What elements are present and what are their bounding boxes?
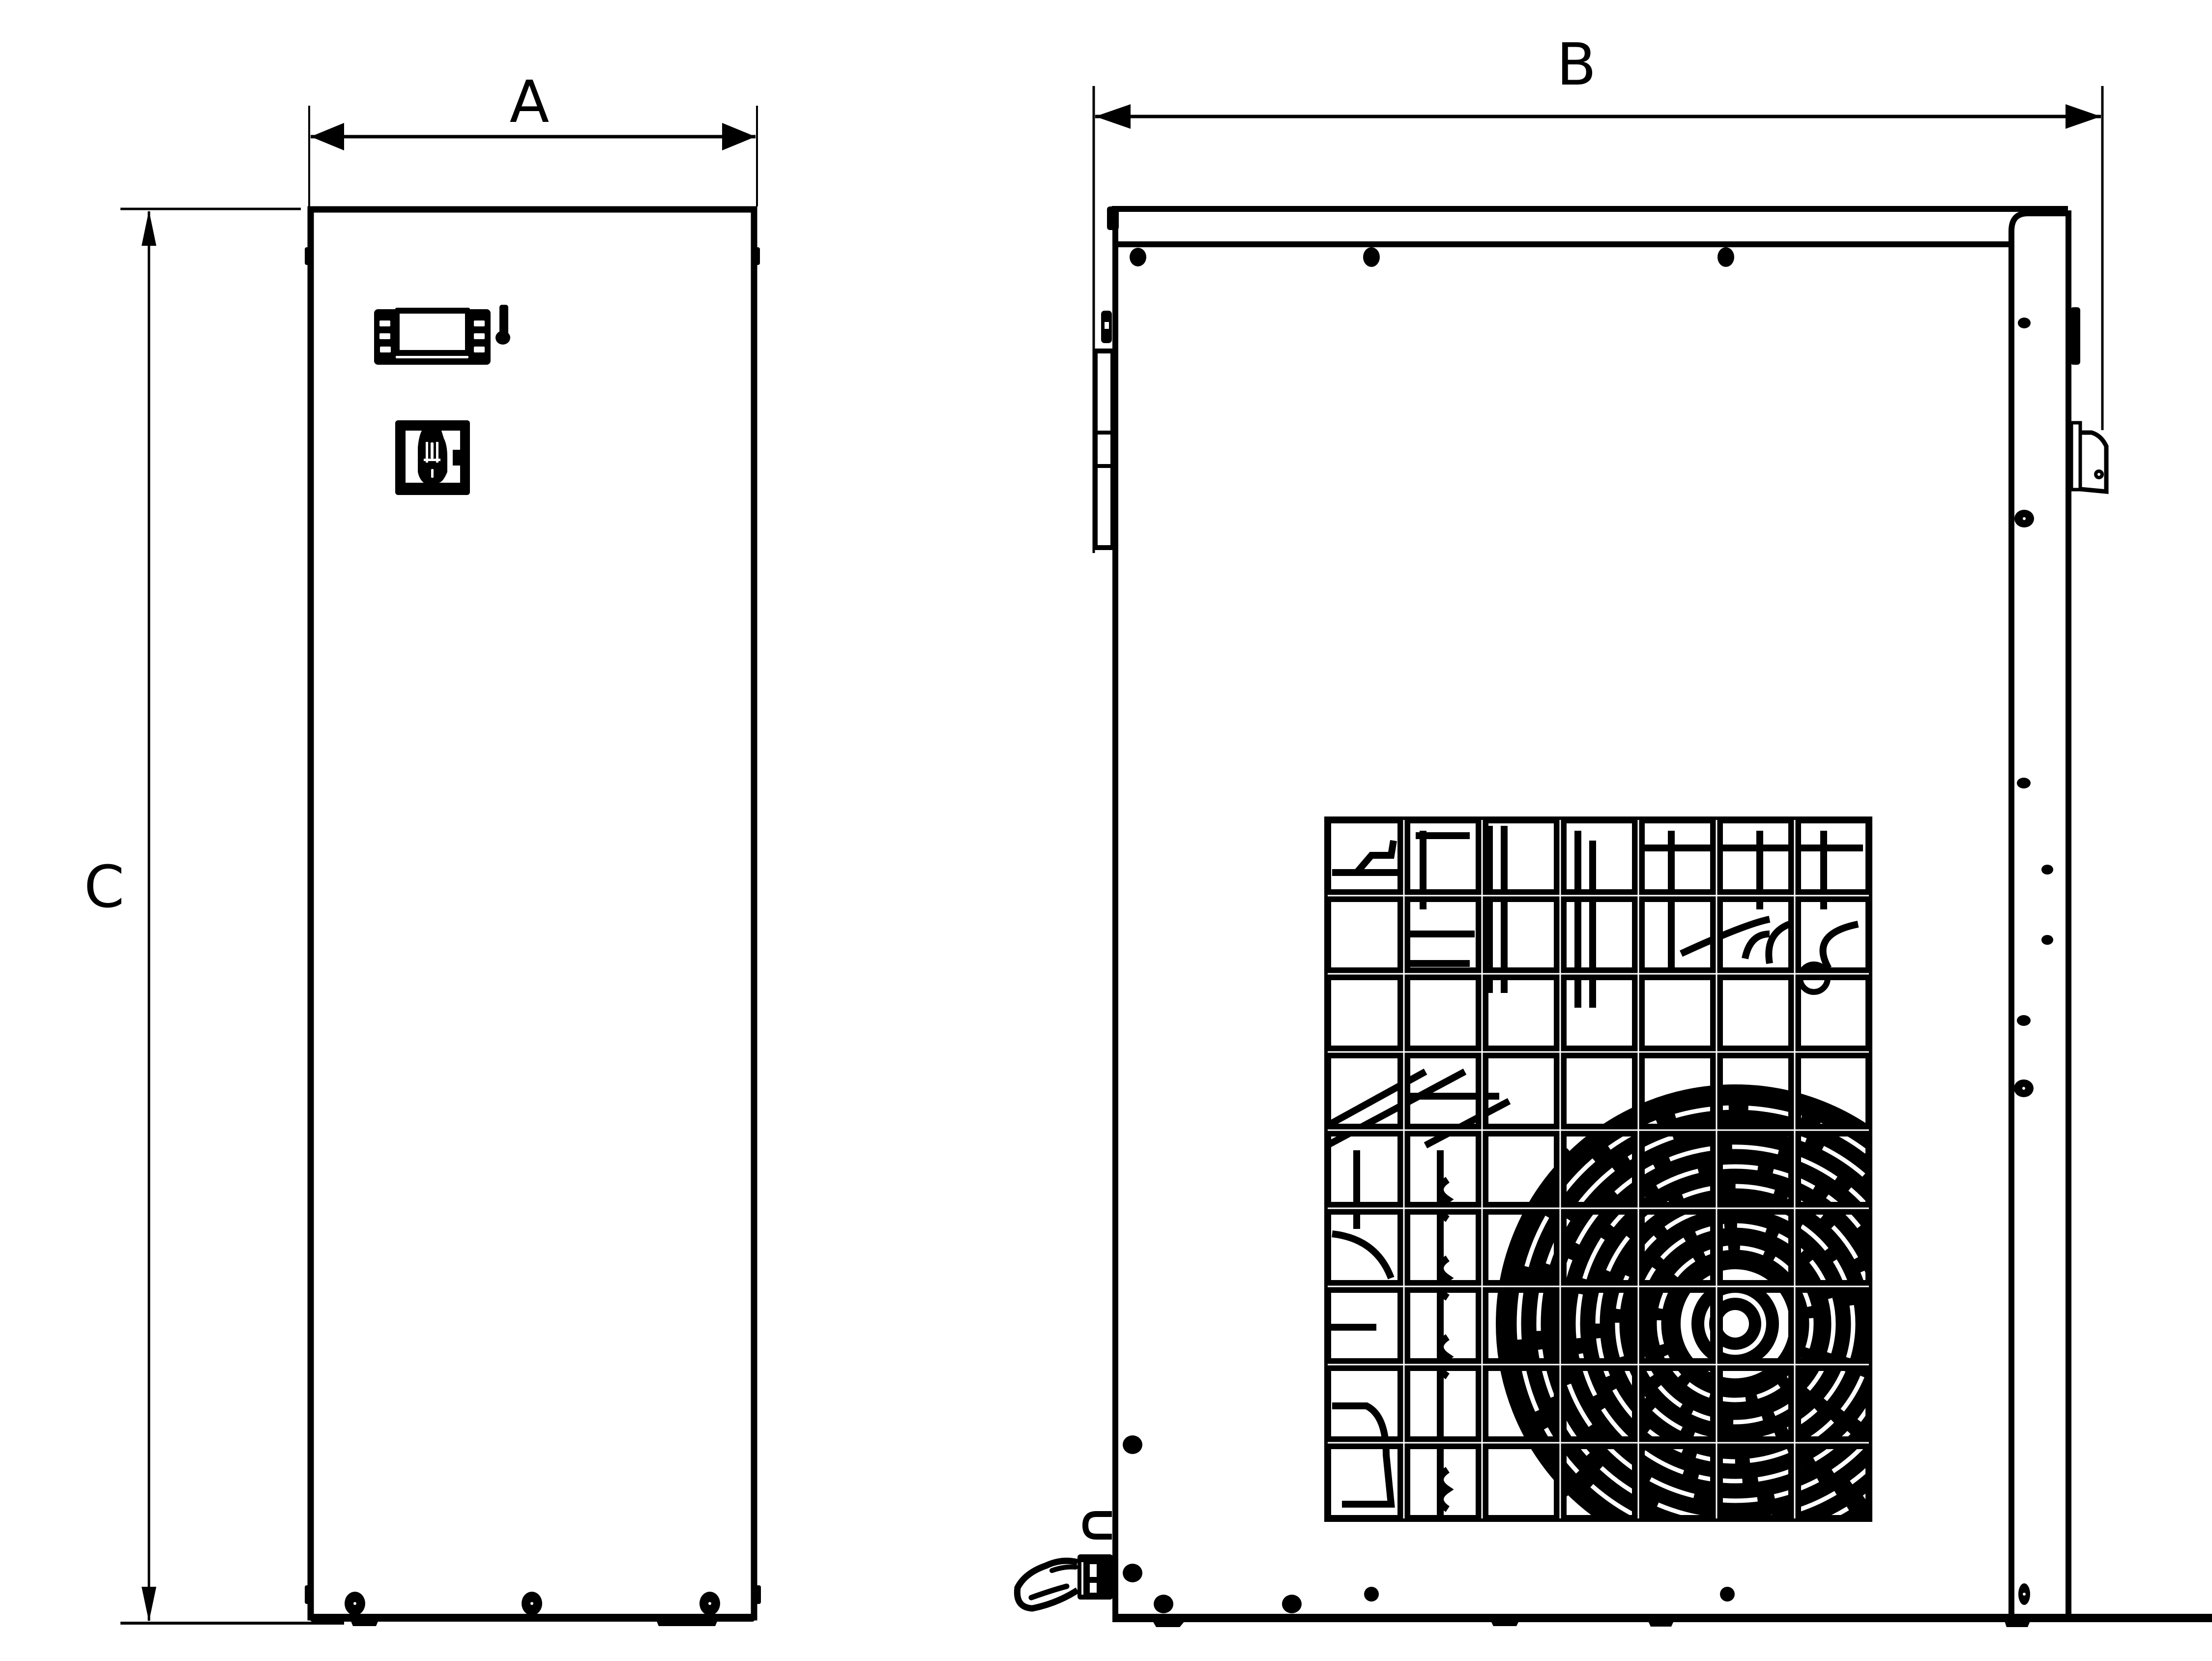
bolt-icon xyxy=(2018,1583,2030,1605)
bolt-icon xyxy=(2018,318,2031,328)
dimension-b-arrow-right xyxy=(2066,104,2101,129)
bolt-icon xyxy=(1123,1564,1142,1582)
side-bracket-icon xyxy=(1093,311,1115,550)
main-switch-icon xyxy=(395,420,470,495)
bolt-icon xyxy=(2041,865,2053,874)
bolt-icon xyxy=(1154,1595,1173,1613)
dimension-a-label: A xyxy=(510,68,550,136)
bolt-icon xyxy=(1282,1595,1302,1613)
drain-loop-icon xyxy=(1082,1511,1112,1540)
grille-lattice xyxy=(1324,816,1872,1522)
bottom-rail xyxy=(1112,1614,2212,1622)
unit-foot xyxy=(2005,1621,2030,1627)
unit-foot xyxy=(1491,1621,1519,1626)
bolt-icon xyxy=(345,1592,365,1615)
bolt-icon xyxy=(2017,778,2031,788)
dimension-c-arrow-top xyxy=(142,210,156,246)
bolt-icon xyxy=(2014,510,2034,527)
cabinet-foot-right xyxy=(656,1620,718,1626)
bolt-icon xyxy=(1363,247,1380,267)
cabinet-tab-top-left xyxy=(305,247,311,265)
hose-connector-icon xyxy=(1014,1554,1113,1612)
bolt-icon xyxy=(699,1592,720,1615)
condenser-grille xyxy=(1324,816,1872,1522)
bolt-icon xyxy=(1123,1435,1142,1454)
bolt-icon xyxy=(522,1592,542,1615)
side-view-unit xyxy=(1014,206,2212,1627)
dimension-b-arrow-left xyxy=(1095,104,1131,129)
cabinet-outline xyxy=(307,206,757,1621)
cabinet-tab-top-right xyxy=(754,247,760,265)
bolt-icon xyxy=(1720,1587,1735,1602)
dimension-c-arrow-bottom xyxy=(142,1587,156,1622)
front-view-cabinet xyxy=(305,206,761,1626)
bolt-icon xyxy=(1717,247,1734,267)
temperature-probe-icon xyxy=(495,305,510,345)
dimension-c-label: C xyxy=(84,853,124,921)
bolt-icon xyxy=(1364,1587,1379,1602)
dimension-c: C xyxy=(84,207,344,1625)
bolt-icon xyxy=(2014,1079,2034,1097)
cabinet-tab-bottom-right xyxy=(754,1585,761,1604)
top-rail xyxy=(1112,206,2068,247)
dimension-a-arrow-left xyxy=(311,123,344,150)
grille-cell-gaps xyxy=(1328,820,1869,1518)
unit-foot xyxy=(1153,1621,1185,1627)
dimension-b-label: B xyxy=(1557,30,1597,98)
bolt-icon xyxy=(2041,935,2053,945)
side-right-pillar xyxy=(2008,210,2071,1618)
unit-foot xyxy=(1648,1621,1674,1627)
bolt-icon xyxy=(2017,1015,2031,1026)
bolt-icon xyxy=(1130,248,1146,266)
cabinet-body xyxy=(311,209,754,634)
cabinet-tab-bottom-left xyxy=(305,1585,311,1604)
side-inlet-fitting-icon xyxy=(2069,421,2109,494)
cabinet-base xyxy=(310,1614,755,1622)
side-knob-icon xyxy=(2070,307,2080,365)
dimension-a: A xyxy=(308,68,758,206)
digital-controller-display-icon xyxy=(374,308,491,365)
cabinet-foot-left xyxy=(350,1620,378,1626)
dimension-b: B xyxy=(1092,30,2104,553)
dimension-a-arrow-right xyxy=(722,123,756,150)
